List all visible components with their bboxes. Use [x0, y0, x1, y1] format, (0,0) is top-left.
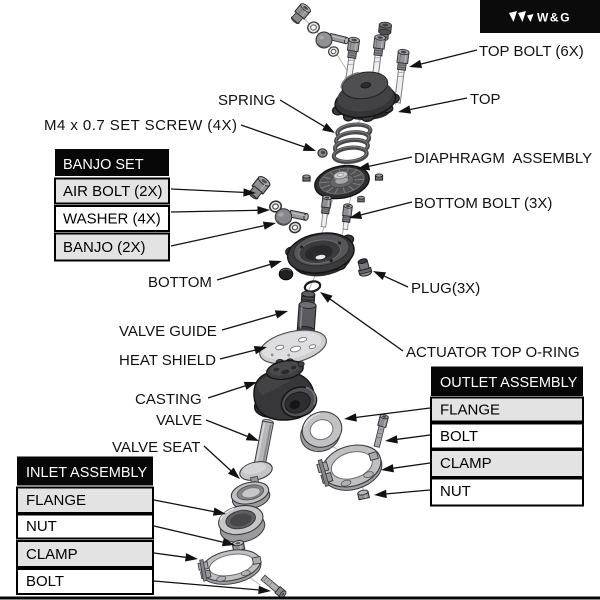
svg-text:CLAMP: CLAMP — [26, 546, 78, 563]
svg-text:AIR BOLT (2X): AIR BOLT (2X) — [63, 183, 162, 200]
svg-text:TOP: TOP — [470, 91, 501, 108]
svg-text:CLAMP: CLAMP — [440, 455, 492, 472]
svg-text:SPRING: SPRING — [218, 92, 276, 109]
svg-text:W&G: W&G — [537, 11, 571, 25]
svg-text:WASHER (4X): WASHER (4X) — [63, 211, 161, 228]
svg-text:BOTTOM BOLT (3X): BOTTOM BOLT (3X) — [414, 195, 552, 212]
svg-text:FLANGE: FLANGE — [440, 402, 500, 419]
svg-text:TOP BOLT (6X): TOP BOLT (6X) — [479, 43, 584, 60]
svg-text:OUTLET ASSEMBLY: OUTLET ASSEMBLY — [440, 375, 578, 391]
svg-text:M4 x 0.7 SET SCREW (4X): M4 x 0.7 SET SCREW (4X) — [44, 117, 237, 134]
svg-text:INLET ASSEMBLY: INLET ASSEMBLY — [26, 465, 147, 481]
svg-text:BANJO (2X): BANJO (2X) — [63, 239, 146, 256]
svg-text:BOLT: BOLT — [440, 428, 478, 445]
svg-text:CASTING: CASTING — [135, 391, 202, 408]
svg-text:ACTUATOR TOP O-RING: ACTUATOR TOP O-RING — [406, 344, 580, 361]
svg-text:VALVE GUIDE: VALVE GUIDE — [119, 323, 217, 340]
svg-text:DIAPHRAGM ASSEMBLY: DIAPHRAGM ASSEMBLY — [414, 150, 592, 167]
svg-text:BOLT: BOLT — [26, 573, 64, 590]
svg-text:BANJO SET: BANJO SET — [63, 157, 144, 173]
svg-text:BOTTOM: BOTTOM — [148, 274, 212, 291]
svg-text:VALVE SEAT: VALVE SEAT — [112, 439, 200, 456]
svg-text:HEAT SHIELD: HEAT SHIELD — [119, 352, 216, 369]
svg-text:PLUG(3X): PLUG(3X) — [411, 280, 480, 297]
svg-text:NUT: NUT — [26, 518, 57, 535]
svg-text:VALVE: VALVE — [156, 412, 202, 429]
svg-text:NUT: NUT — [440, 483, 471, 500]
svg-text:FLANGE: FLANGE — [26, 492, 86, 509]
